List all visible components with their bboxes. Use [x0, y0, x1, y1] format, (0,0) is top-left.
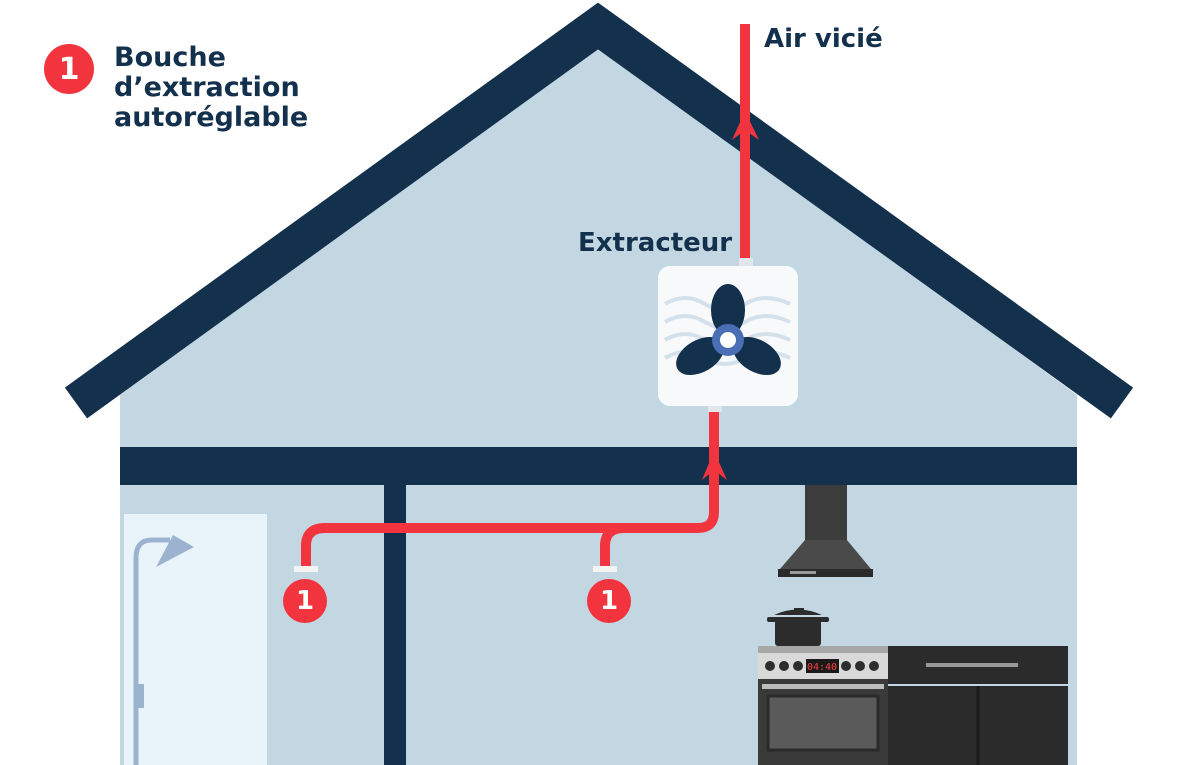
extraction-vent-2: [593, 566, 617, 572]
arrow-up-icon: [702, 451, 727, 480]
roof: [64, 2, 1134, 419]
shower-icon: [133, 537, 170, 765]
cabinet-icon: [888, 646, 1068, 765]
arrow-up-icon: [732, 111, 759, 140]
exhaust-air-label: Air vicié: [764, 24, 883, 54]
extraction-vent-1: [294, 566, 318, 572]
stove-icon: 04:40: [758, 646, 888, 765]
fan-icon: [676, 284, 781, 375]
partition-wall: [384, 460, 406, 765]
extraction-duct: [301, 24, 750, 566]
stove-display: 04:40: [807, 662, 837, 673]
legend-badge: 1: [44, 44, 94, 94]
vent-marker-2: 1: [587, 579, 631, 623]
legend: 1 Bouche d’extraction autoréglable: [44, 42, 414, 133]
vent-marker-1: 1: [283, 579, 327, 623]
extractor-label: Extracteur: [578, 228, 733, 258]
shower-enclosure: [124, 514, 267, 765]
range-hood-icon: [778, 485, 873, 577]
ceiling-beam: [120, 447, 1077, 485]
house-interior: [120, 45, 1077, 765]
shower-head: [156, 535, 194, 567]
legend-title: Bouche d’extraction autoréglable: [114, 42, 309, 133]
cooking-pot-icon: [767, 608, 829, 646]
